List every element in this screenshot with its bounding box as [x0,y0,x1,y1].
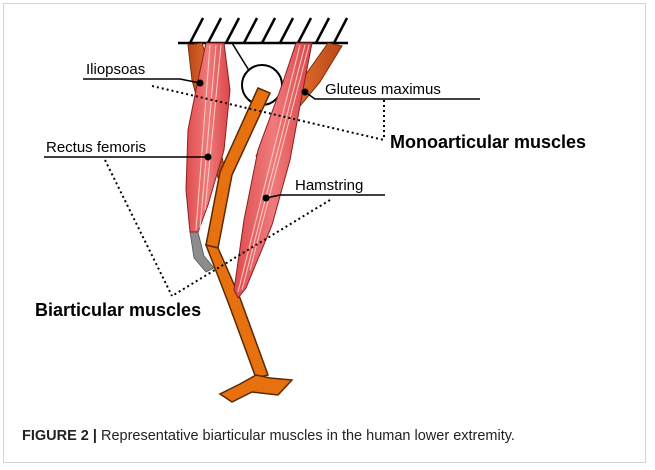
iliopsoas-leader [83,79,200,83]
monoarticular-label: Monoarticular muscles [390,132,586,152]
bi-dotted-line-1 [105,160,172,296]
biarticular-label: Biarticular muscles [35,300,201,320]
hamstring-label: Hamstring [295,177,363,194]
iliopsoas-label: Iliopsoas [86,61,145,78]
hamstring-leader [266,195,385,198]
pelvis-hatch [178,18,348,43]
figure-caption: FIGURE 2 | Representative biarticular mu… [22,428,515,444]
rectus-femoris-label: Rectus femoris [46,139,146,156]
tibia-bone [206,245,268,378]
figure-number: FIGURE 2 | [22,428,97,444]
gluteus-maximus-label: Gluteus maximus [325,81,441,98]
foot-bone [220,375,292,402]
caption-text: Representative biarticular muscles in th… [97,428,515,444]
